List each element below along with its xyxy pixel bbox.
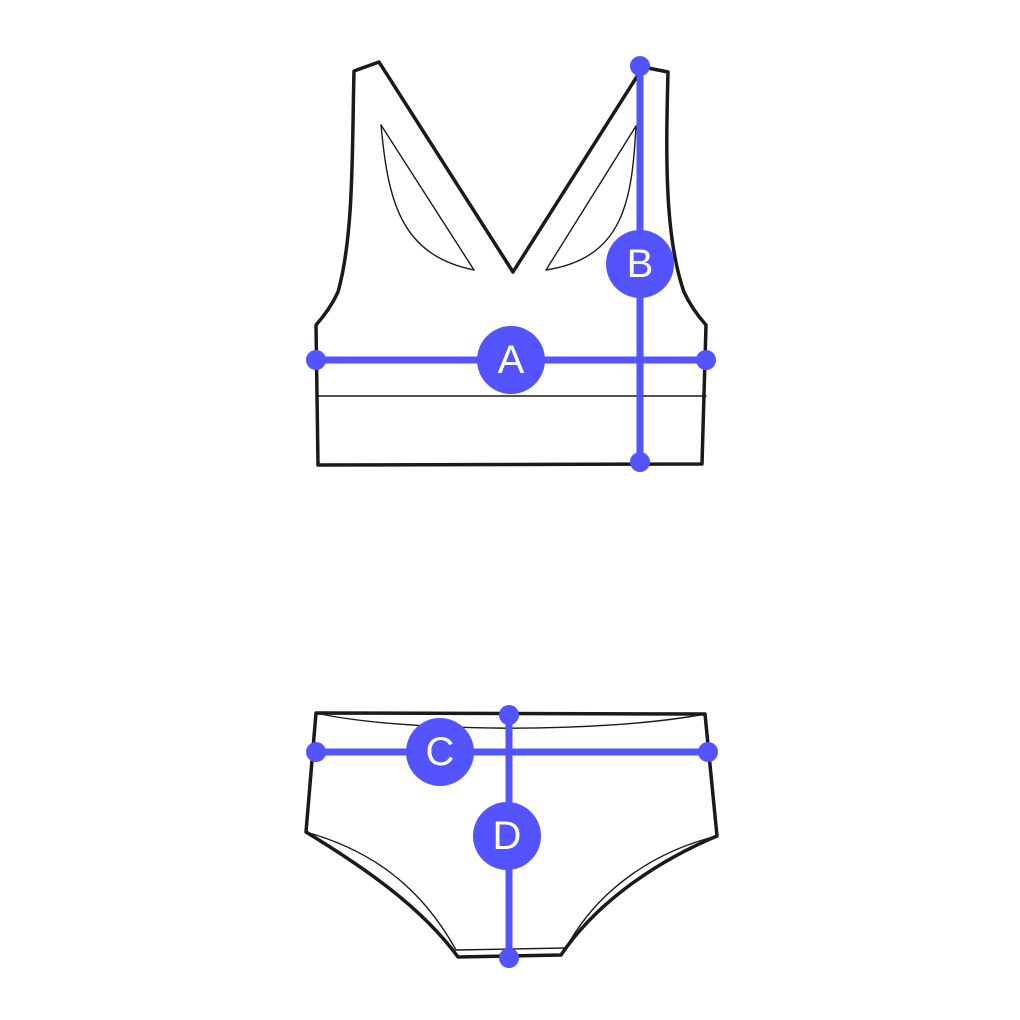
bra-top-outline xyxy=(314,60,708,467)
measurement-a-end-dot xyxy=(696,350,716,370)
measurement-a-badge xyxy=(477,326,545,394)
measurement-b-label: B xyxy=(627,242,654,286)
measurement-b-badge xyxy=(606,230,674,298)
measurement-b-start-dot xyxy=(630,56,650,76)
measurement-d-badge xyxy=(473,802,541,870)
measurement-d-end-dot xyxy=(499,948,519,968)
brief-leg-seam-right xyxy=(565,835,718,949)
measurement-c-label: C xyxy=(426,730,455,774)
bra-strap-inner-right xyxy=(545,125,637,271)
measurement-a-start-dot xyxy=(306,350,326,370)
measurement-d-label: D xyxy=(493,814,522,858)
measurement-a-label: A xyxy=(498,338,525,382)
bra-neckline-curve xyxy=(380,124,475,271)
measurement-c-start-dot xyxy=(306,742,326,762)
measurement-c-end-dot xyxy=(698,742,718,762)
measurement-b: B xyxy=(606,56,674,472)
measurement-b-end-dot xyxy=(630,452,650,472)
bra-strap-inner-left xyxy=(380,124,475,271)
measurement-d: D xyxy=(473,705,541,968)
measurement-d-start-dot xyxy=(499,705,519,725)
brief-leg-seam-left xyxy=(305,831,457,951)
brief-waistband-seam xyxy=(315,712,706,729)
bra-neckline-curve-right xyxy=(545,125,637,271)
measurement-c-badge xyxy=(406,718,474,786)
bra-top-drawing xyxy=(314,60,708,467)
